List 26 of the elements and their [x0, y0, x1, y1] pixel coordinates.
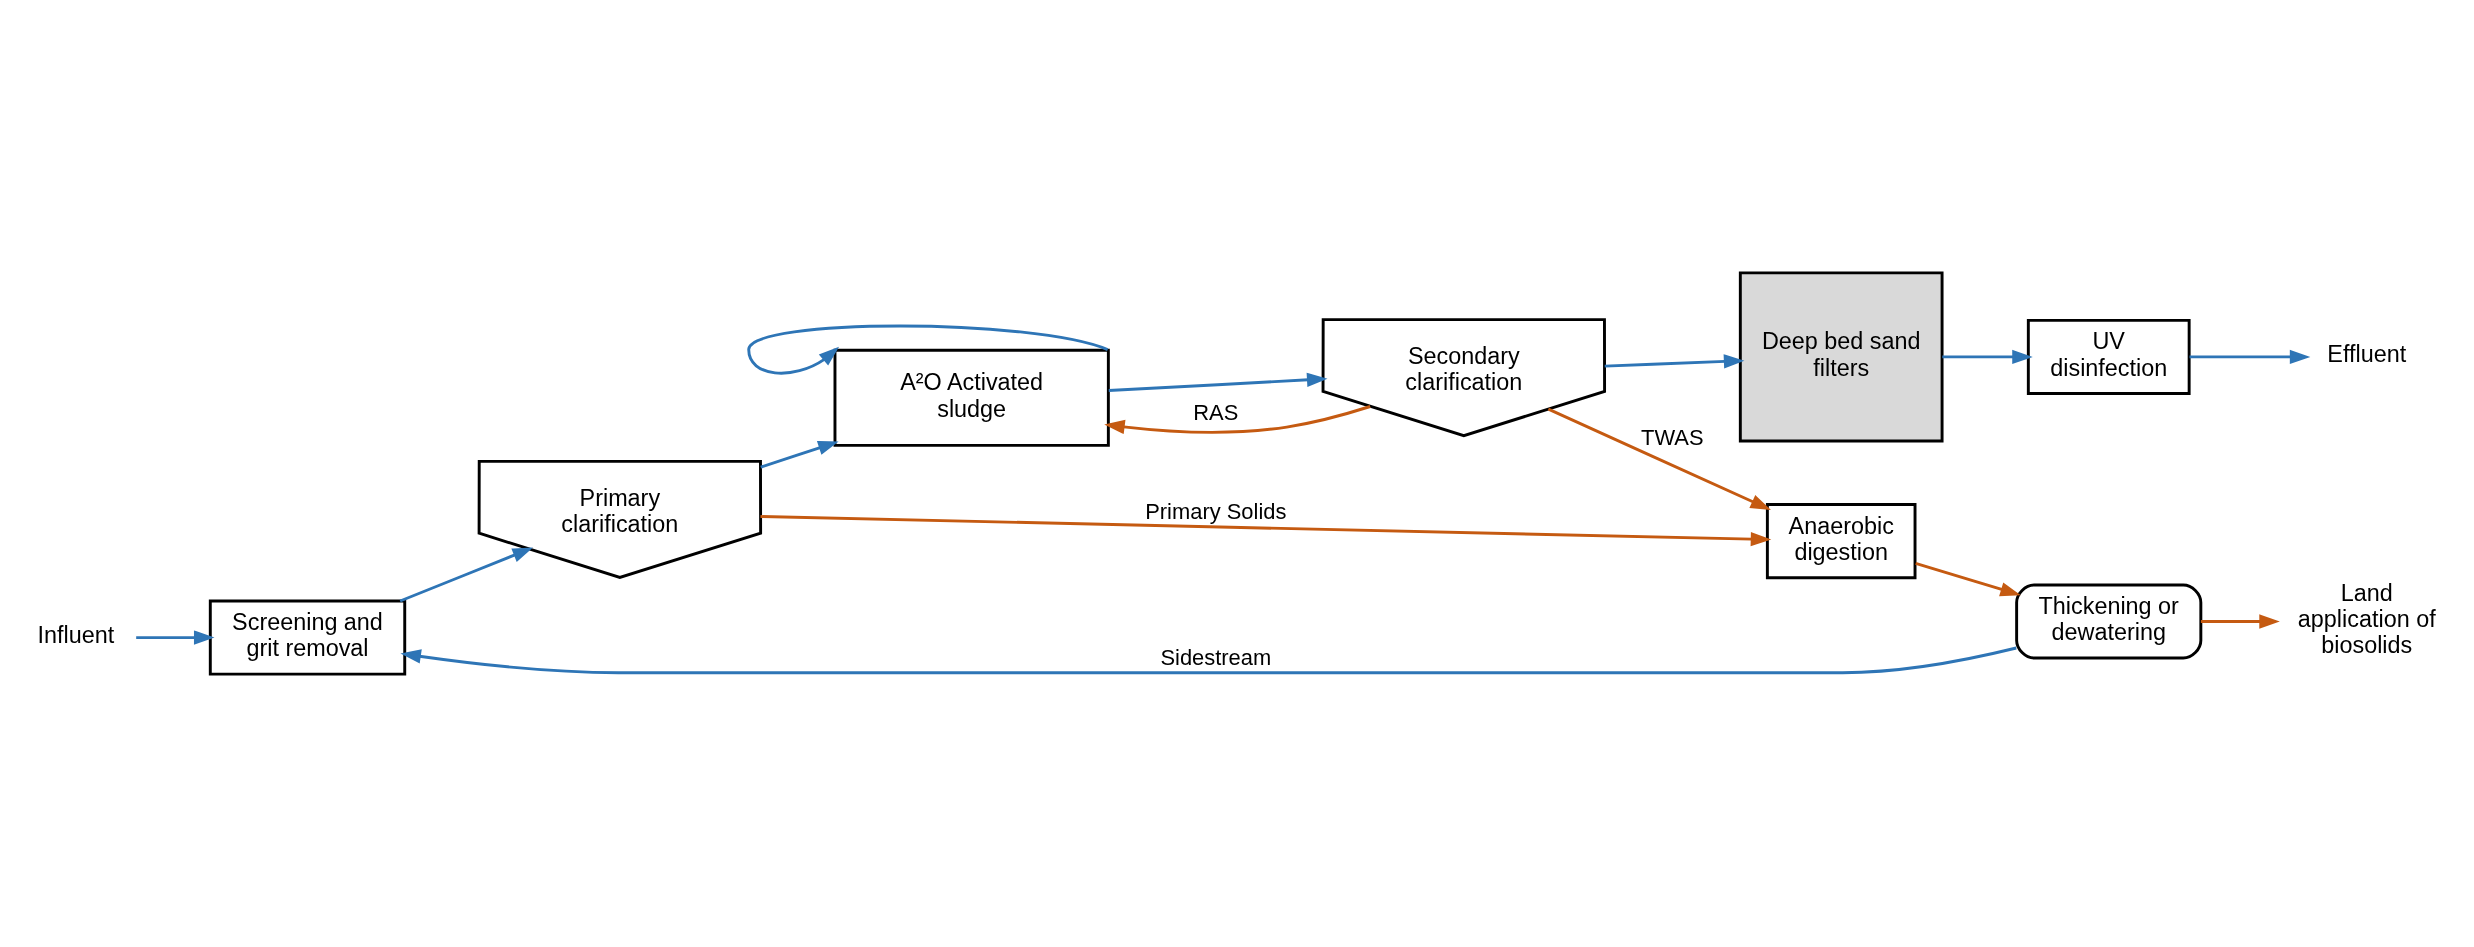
arrow — [760, 441, 839, 469]
arrow — [1915, 561, 2021, 597]
node-text: Effluent — [2327, 341, 2407, 368]
node-text: Land application of biosolids — [2297, 579, 2436, 659]
node-text: Influent — [37, 622, 115, 649]
edge-label: RAS — [1193, 399, 1239, 425]
arrow — [1604, 354, 1745, 369]
arrow — [760, 515, 1772, 547]
node-box: Screening and grit removal — [208, 599, 407, 676]
node-box: Anaerobic digestion — [1765, 503, 1917, 580]
edge-label: Sidestream — [1160, 645, 1272, 671]
arrow — [1942, 349, 2033, 365]
node-box: Thickening or dewatering — [2015, 583, 2203, 660]
arrow — [2189, 349, 2311, 365]
arrow — [136, 630, 215, 645]
node-box: A²O Activated sludge — [833, 348, 1110, 447]
node-box: UV disinfection — [2026, 318, 2191, 395]
edge-label: TWAS — [1641, 424, 1704, 450]
arrow — [2200, 614, 2280, 629]
arrow — [1104, 405, 1371, 435]
edge-label: Primary Solids — [1145, 499, 1287, 525]
arrow — [1547, 407, 1772, 510]
arrow — [1108, 372, 1328, 392]
node-box: Deep bed sand filters — [1738, 271, 1944, 443]
arrow — [399, 547, 534, 603]
arrow — [400, 646, 2017, 675]
